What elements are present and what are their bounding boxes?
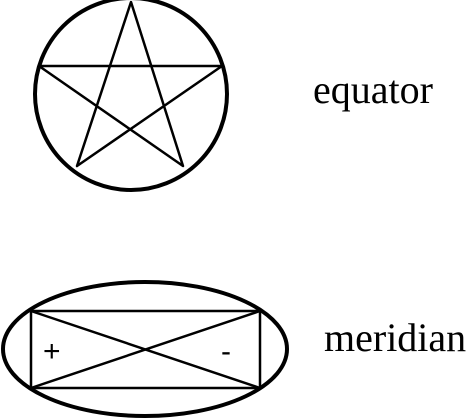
meridian-label: meridian <box>324 315 466 360</box>
equator-label: equator <box>313 67 433 112</box>
equator-circle <box>33 0 229 192</box>
meridian-diagonal-2 <box>29 309 262 390</box>
meridian-minus-sign: - <box>221 335 231 368</box>
meridian-figure <box>1 280 289 418</box>
meridian-rectangle <box>29 309 262 390</box>
equator-pentagram <box>37 0 224 168</box>
equator-figure <box>33 0 229 192</box>
meridian-ellipse <box>1 280 289 418</box>
meridian-plus-sign: + <box>43 335 61 368</box>
